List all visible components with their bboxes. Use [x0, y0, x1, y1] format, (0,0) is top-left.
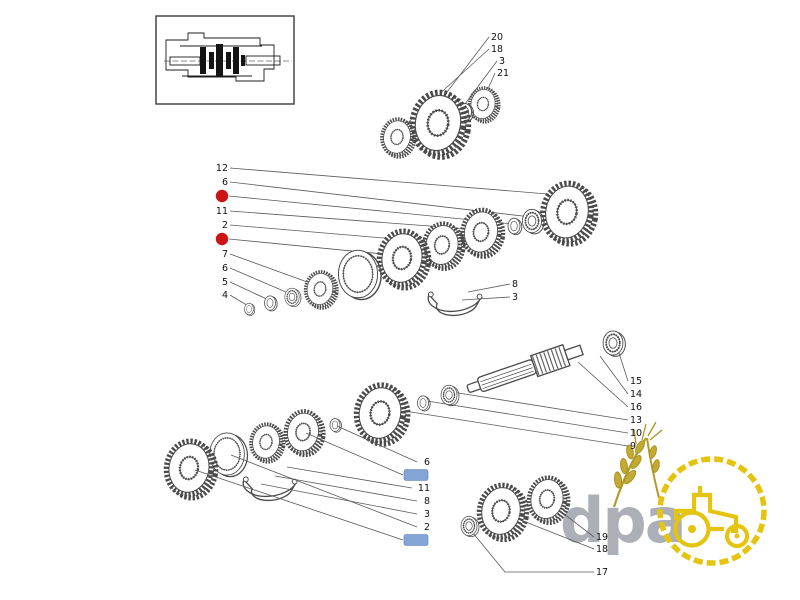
callout-label[interactable]: 3: [424, 509, 430, 520]
callout-label[interactable]: 3: [499, 56, 505, 67]
leader-line: [229, 167, 561, 196]
thumbnail-inset[interactable]: [155, 15, 295, 105]
leader-line: [229, 267, 294, 296]
washer-part: [417, 395, 431, 412]
thumbnail-drawing: [164, 32, 292, 82]
callout-label[interactable]: 15: [630, 376, 642, 387]
leader-line: [451, 391, 629, 421]
shift-fork-part: [426, 284, 485, 320]
leader-line: [194, 469, 404, 541]
cluster-lower-left-callouts: 6 11 8 3 2: [194, 425, 430, 546]
washer-part: [507, 217, 523, 236]
gear-part: [300, 267, 342, 313]
leader-line: [230, 454, 418, 528]
callout-label[interactable]: 18: [491, 44, 503, 55]
red-selection-marker[interactable]: [215, 232, 229, 246]
blue-highlight-marker[interactable]: [403, 469, 429, 481]
callout-label[interactable]: 14: [630, 389, 642, 400]
callout-label[interactable]: 4: [222, 290, 228, 301]
leader-line: [286, 466, 413, 489]
gear-part: [407, 88, 473, 161]
callout-label[interactable]: 7: [222, 249, 228, 260]
wheat-icon: [612, 421, 663, 508]
cluster-shaft: 15 14 16 13 10 9: [162, 329, 642, 505]
watermark: dpa: [560, 421, 767, 566]
callout-label[interactable]: 6: [222, 177, 228, 188]
bearing-part: [521, 208, 545, 235]
leader-line: [426, 400, 629, 434]
callout-label[interactable]: 5: [222, 277, 228, 288]
red-selection-marker[interactable]: [215, 189, 229, 203]
callout-label[interactable]: 2: [222, 220, 228, 231]
callout-label[interactable]: 20: [491, 32, 503, 43]
synchro-ring-part: [337, 249, 383, 301]
callout-label[interactable]: 11: [216, 206, 228, 217]
bearing-part: [602, 329, 627, 358]
leader-line: [397, 409, 629, 447]
callout-label[interactable]: 11: [418, 483, 430, 494]
leader-line: [472, 532, 594, 573]
leader-line: [617, 349, 629, 382]
callout-label[interactable]: 9: [630, 441, 636, 452]
leader-line: [577, 361, 629, 408]
leader-line: [274, 475, 418, 502]
callout-label[interactable]: 18: [596, 544, 608, 555]
cluster-top-right: 20 18 3 21: [377, 32, 509, 161]
callout-label[interactable]: 8: [424, 496, 430, 507]
blue-highlight-marker[interactable]: [403, 534, 429, 546]
washer-part: [329, 418, 342, 433]
tractor-icon: [673, 486, 750, 549]
leader-line: [229, 281, 272, 302]
cluster-middle: 12 6 11 2 7 6 5 4 8 3: [215, 163, 601, 320]
gear-part: [475, 482, 531, 543]
leader-line: [260, 483, 418, 515]
leader-line: [461, 296, 511, 301]
watermark-brand-text: dpa: [560, 484, 685, 557]
gear-part: [352, 381, 413, 448]
callout-label[interactable]: 13: [630, 415, 642, 426]
callout-label[interactable]: 19: [596, 532, 608, 543]
leader-line: [229, 253, 322, 288]
callout-label[interactable]: 3: [512, 292, 518, 303]
gear-part: [538, 179, 600, 247]
thumbnail-border: [155, 15, 295, 105]
callout-label[interactable]: 16: [630, 402, 642, 413]
leader-line: [467, 283, 511, 293]
callout-label[interactable]: 8: [512, 279, 518, 290]
leader-line: [440, 36, 490, 101]
synchro-hub-part: [458, 207, 506, 260]
leader-line: [599, 355, 629, 395]
leader-line: [305, 432, 404, 476]
main-shaft-part: [466, 343, 584, 393]
callout-label[interactable]: 6: [424, 457, 430, 468]
callout-label[interactable]: 21: [497, 68, 509, 79]
bearing-part: [440, 384, 460, 407]
callout-label[interactable]: 6: [222, 263, 228, 274]
washer-part: [244, 302, 256, 316]
cluster-bottom-right: 19 18 17: [460, 475, 608, 578]
synchro-hub-part: [282, 408, 327, 457]
callout-label[interactable]: 12: [216, 163, 228, 174]
bearing-part: [460, 515, 480, 538]
leader-line: [336, 425, 418, 463]
callout-label[interactable]: 10: [630, 428, 642, 439]
tractor-badge: [657, 456, 767, 566]
shift-fork-part: [241, 469, 300, 505]
leader-line: [228, 238, 404, 257]
gear-part: [246, 419, 289, 467]
badge-circle: [657, 456, 767, 566]
callout-label[interactable]: 17: [596, 567, 608, 578]
bearing-part: [284, 287, 302, 308]
callout-label[interactable]: 2: [424, 522, 430, 533]
washer-part: [264, 295, 278, 312]
